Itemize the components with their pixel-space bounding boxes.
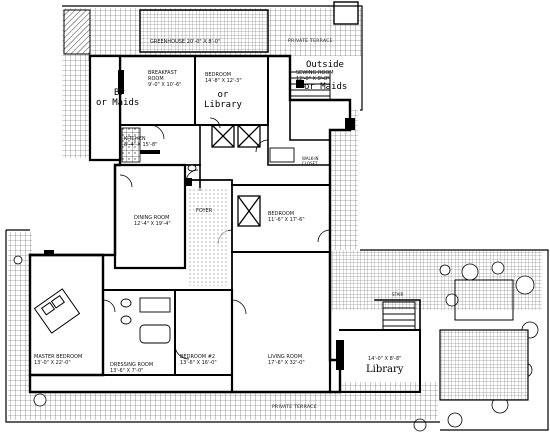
room-label-master: MASTER BEDROOM 13'-0" X 22'-0" [34, 354, 82, 366]
room-label-private-terrace-top: PRIVATE TERRACE [288, 39, 333, 44]
fixtures [120, 147, 295, 344]
handwritten-outside: Outside [306, 60, 344, 70]
room-label-walkin: WALK-IN CLOSET [302, 156, 319, 166]
room-dims: 9'-0" X 10'-6" [148, 82, 182, 88]
room-label-foyer: FOYER [196, 208, 213, 214]
hw-line: or [217, 90, 229, 100]
room-label-breakfast: BREAKFAST ROOM 9'-0" X 10'-6" [148, 70, 194, 88]
label-stair: STAIR [392, 292, 404, 297]
room-name: BEDROOM [268, 211, 295, 217]
room-dims: 20'-0" X 8'-0" [186, 39, 221, 45]
garden-bed [454, 279, 514, 321]
master-bed [33, 288, 81, 334]
stairs [289, 71, 416, 331]
room-name: BREAKFAST ROOM [148, 70, 177, 82]
hw-line: Br [114, 88, 125, 98]
elevators [211, 124, 261, 227]
handwritten-library: Library [366, 364, 404, 375]
room-label-greenhouse: GREENHOUSE 20'-0" X 8'-0" [150, 39, 220, 45]
room-dims: 14'-8" X 12'-3" [205, 78, 242, 84]
room-name: SEWING ROOM [296, 70, 334, 76]
room-dims: 13'-6" X 16'-0" [180, 360, 217, 366]
kitchen-counter [121, 127, 141, 163]
garden-court [439, 329, 529, 401]
room-dims: 12'-4" X 19'-4" [134, 221, 171, 227]
room-dims: 12'-0" X 8'-8" [296, 76, 330, 82]
label-up: UP [300, 84, 306, 89]
room-name: BEDROOM [205, 72, 232, 78]
room-label-sewing: SEWING ROOM 12'-0" X 8'-8" [296, 70, 334, 82]
room-dims: 13'-0" X 22'-0" [34, 360, 71, 366]
boundary [5, 5, 549, 431]
handwritten-or-maids: or Maids [304, 82, 348, 92]
planter-top-left [63, 9, 91, 55]
handwritten-or-library: or Library [204, 90, 242, 110]
room-label-dressing: DRESSING ROOM 13'-6" X 7'-0" [110, 362, 153, 374]
room-dims: 11'-6" X 17'-6" [268, 217, 305, 223]
room-name: KITCHEN [124, 136, 146, 142]
room-label-kitchen: KITCHEN 8'-4" X 15'-8" [124, 136, 157, 148]
foyer-floor [188, 188, 228, 286]
room-name: LIVING ROOM [268, 354, 303, 360]
planter-top-right [333, 1, 359, 25]
room-dims: 8'-4" X 15'-8" [124, 142, 158, 148]
room-label-bedroom-top: BEDROOM 14'-8" X 12'-3" [205, 72, 242, 84]
room-label-bedroom-mid: BEDROOM 11'-6" X 17'-6" [268, 211, 305, 223]
hw-line: Library [204, 100, 242, 110]
room-name: MASTER BEDROOM [34, 354, 83, 360]
room-label-private-terrace-bottom: PRIVATE TERRACE [272, 405, 317, 410]
room-name: BEDROOM #2 [180, 354, 216, 360]
room-dims: 17'-6" X 32'-0" [268, 360, 305, 366]
room-name: GREENHOUSE [150, 39, 186, 45]
room-label-living: LIVING ROOM 17'-6" X 32'-0" [268, 354, 305, 366]
room-dims: 13'-6" X 7'-0" [110, 368, 144, 374]
room-label-library-dims: 14'-0" X 8'-8" [368, 356, 402, 362]
hw-line: or Maids [96, 98, 140, 108]
room-label-bedroom2: BEDROOM #2 13'-6" X 16'-0" [180, 354, 217, 366]
room-name: DRESSING ROOM [110, 362, 154, 368]
room-name: DINING ROOM [134, 215, 170, 221]
greenhouse [139, 9, 269, 53]
handwritten-br-or-maids: Br or Maids [96, 88, 139, 108]
room-label-dining: DINING ROOM 12'-4" X 19'-4" [134, 215, 171, 227]
